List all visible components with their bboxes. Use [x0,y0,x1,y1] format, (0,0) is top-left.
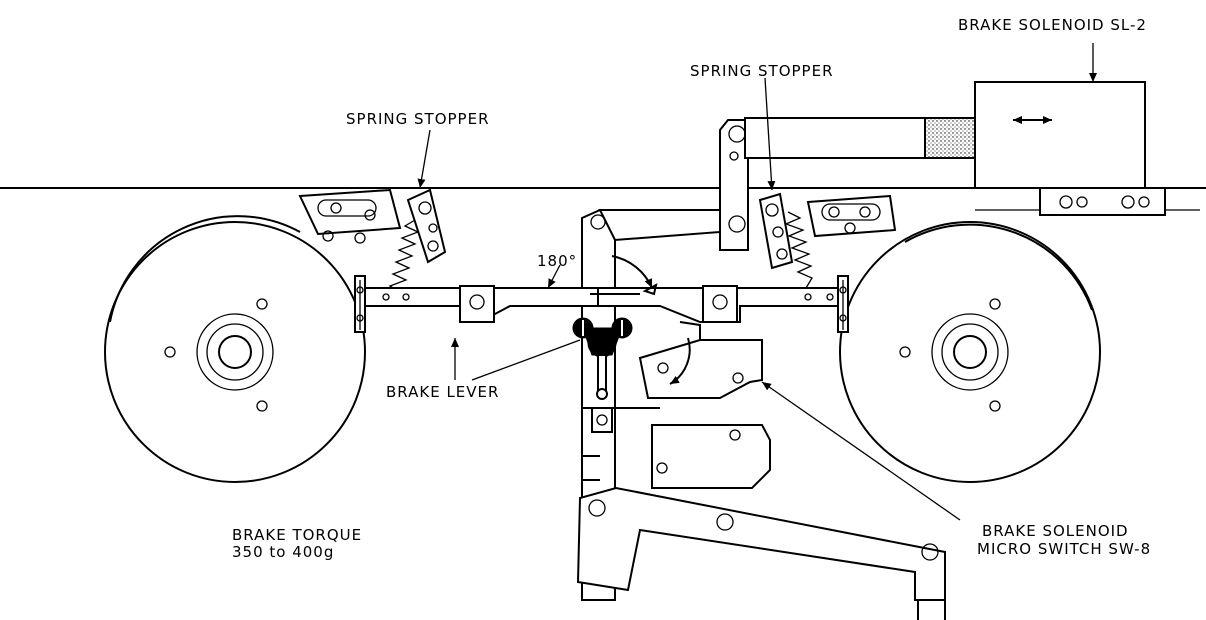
right-brake-shoe [837,275,849,333]
left-reel [104,215,366,483]
micro-switch-lower [651,424,771,489]
micro-switch-upper [638,321,763,399]
solenoid-mount-plate [1039,187,1166,216]
lever-pivot-right [702,285,738,323]
center-cam [572,317,633,400]
label-spring-stopper-left: SPRING STOPPER [346,110,490,128]
right-spring-stopper-arm [758,192,794,270]
chassis-plate-line [0,187,1206,211]
right-reel [839,221,1101,483]
left-spring [388,219,420,293]
switch-actuation-arrow [669,337,691,385]
solenoid-link-post [719,119,749,251]
leader-lines [417,43,1097,521]
label-brake-torque-1: BRAKE TORQUE [232,526,362,544]
left-brake-shoe [354,275,366,333]
lever-pivot-left [459,285,495,323]
swing-arc-arrow [611,255,653,289]
solenoid-plunger [744,117,976,159]
right-spring [784,211,813,289]
output-rod [917,600,946,620]
left-bracket [298,188,402,244]
bottom-link-arm [576,486,946,601]
label-brake-torque-2: 350 to 400g [232,543,334,561]
left-spring-stopper-arm [406,188,447,264]
label-micro-switch-2: MICRO SWITCH SW-8 [977,540,1151,558]
label-spring-stopper-right: SPRING STOPPER [690,62,834,80]
label-brake-solenoid-sl2: BRAKE SOLENOID SL-2 [958,16,1147,34]
right-bracket [806,194,897,238]
brake-solenoid-body [974,81,1146,189]
label-angle: 180° [537,252,577,270]
label-brake-lever: BRAKE LEVER [386,383,499,401]
label-micro-switch-1: BRAKE SOLENOID [982,522,1129,540]
